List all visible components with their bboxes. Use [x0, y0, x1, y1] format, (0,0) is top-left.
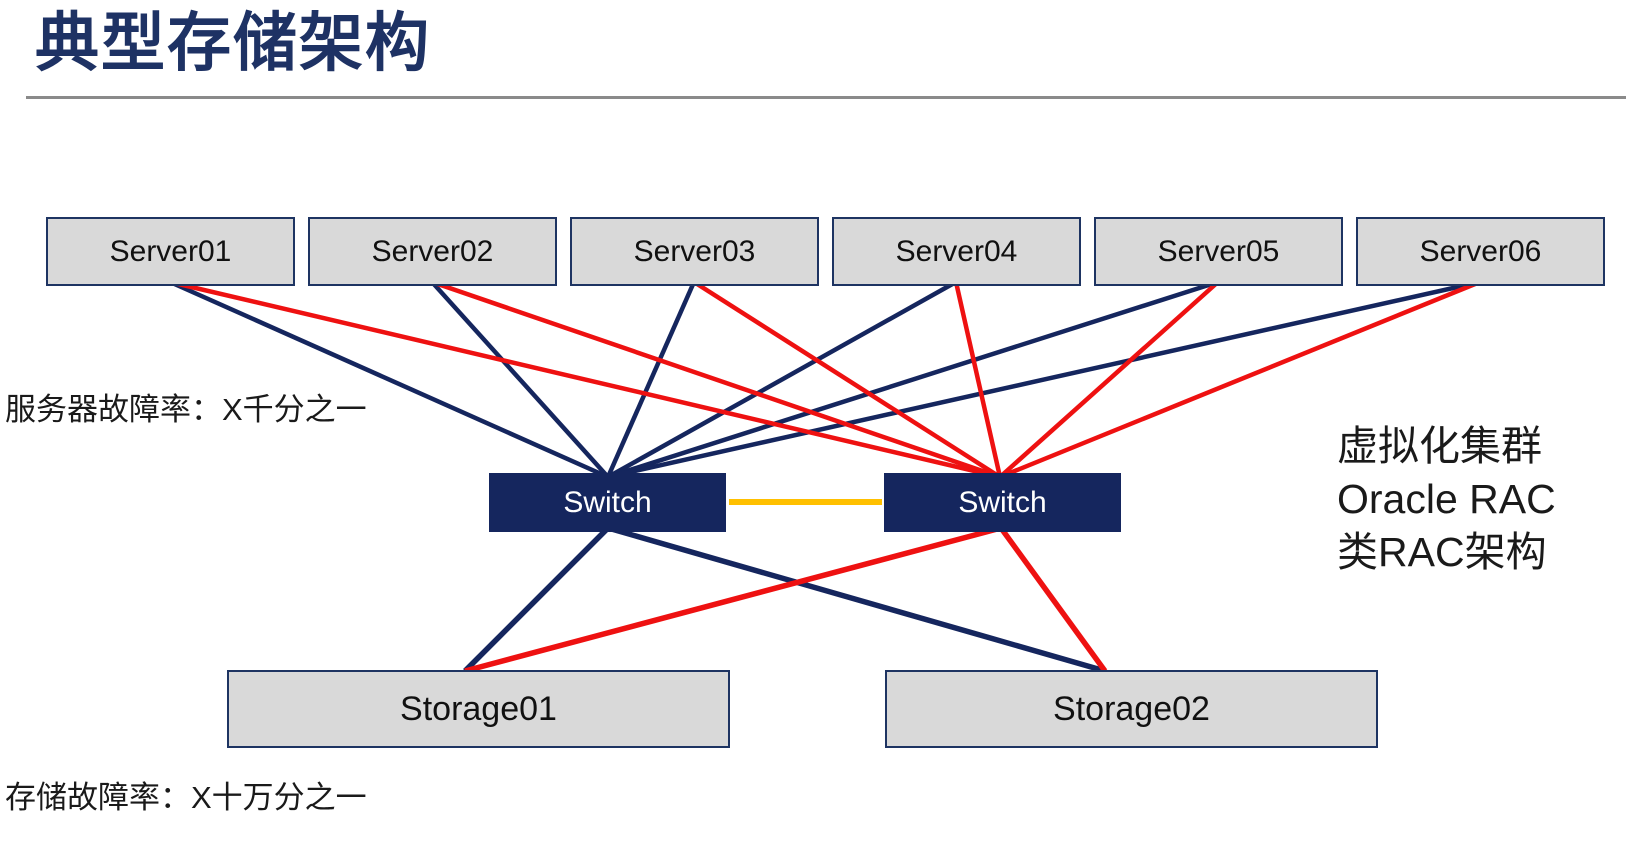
link-server01-switch1: [169, 279, 609, 480]
server01-box: Server01: [46, 217, 295, 286]
link-server02-switch1: [430, 280, 610, 479]
storage02-box: Storage02: [885, 670, 1378, 748]
switch1-box: Switch: [489, 473, 726, 532]
storage01-box: Storage01: [227, 670, 730, 748]
link-switch1-storage02: [607, 525, 1106, 674]
link-server05-switch1: [607, 279, 1219, 480]
link-server03-switch2: [692, 280, 1002, 479]
link-server03-switch1: [605, 281, 697, 478]
server05-box: Server05: [1094, 217, 1343, 286]
cluster-note-line1: 虚拟化集群: [1337, 423, 1542, 469]
cluster-note-line3: 类RAC架构: [1337, 529, 1547, 575]
server06-box: Server06: [1356, 217, 1605, 286]
title-divider: [26, 96, 1626, 99]
cluster-note: 虚拟化集群 Oracle RAC 类RAC架构: [1337, 420, 1556, 579]
link-server04-switch1: [606, 280, 958, 479]
link-switch1-storage01: [463, 526, 610, 673]
link-server05-switch2: [998, 280, 1220, 479]
server-failure-rate-label: 服务器故障率：X千分之一: [5, 392, 367, 427]
switch2-box: Switch: [884, 473, 1121, 532]
link-switch2-storage01: [464, 525, 1002, 674]
server04-box: Server04: [832, 217, 1081, 286]
page-title: 典型存储架构: [35, 7, 431, 79]
link-server06-switch1: [607, 279, 1481, 480]
link-server04-switch2: [953, 281, 1003, 478]
link-server02-switch2: [431, 279, 1001, 480]
server02-box: Server02: [308, 217, 557, 286]
server03-box: Server03: [570, 217, 819, 286]
cluster-note-line2: Oracle RAC: [1337, 476, 1556, 522]
link-switch2-storage02: [998, 526, 1108, 673]
link-server01-switch2: [169, 279, 1001, 480]
link-server06-switch2: [999, 279, 1481, 480]
storage-failure-rate-label: 存储故障率：X十万分之一: [5, 780, 367, 815]
